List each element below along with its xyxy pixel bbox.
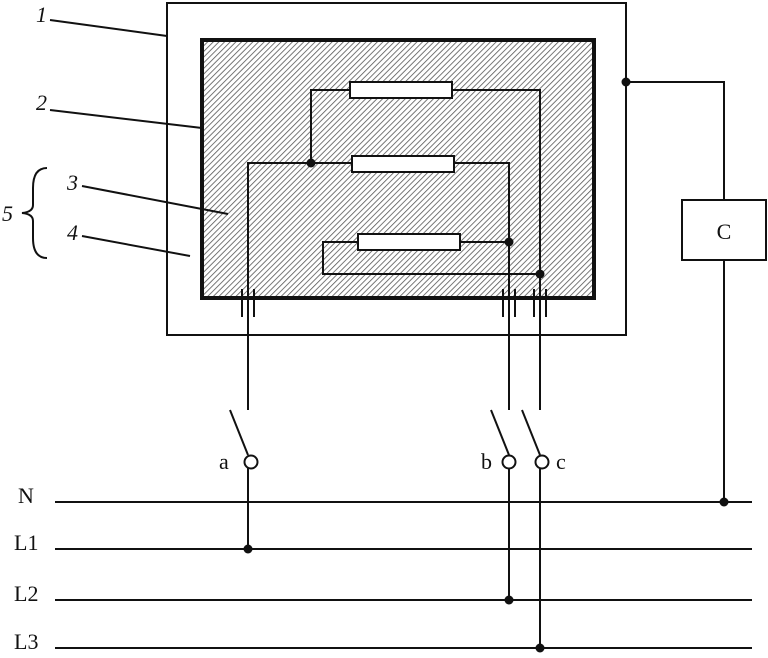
switch-b: b bbox=[481, 409, 517, 600]
label-part-5: 5 bbox=[2, 201, 13, 226]
internal-wiring bbox=[247, 89, 545, 298]
label-part-4: 4 bbox=[67, 220, 78, 245]
label-part-3: 3 bbox=[66, 170, 78, 195]
line-l1-label: L1 bbox=[14, 530, 38, 555]
switch-a-label: a bbox=[219, 449, 229, 474]
line-l3-label: L3 bbox=[14, 629, 38, 654]
supply-lines: N L1 L2 L3 bbox=[14, 483, 752, 654]
controller-box bbox=[681, 199, 767, 261]
heating-element-top bbox=[349, 81, 453, 99]
heating-element-middle bbox=[351, 155, 455, 173]
label-part-2: 2 bbox=[36, 90, 47, 115]
label-part-1: 1 bbox=[36, 2, 47, 27]
switch-b-label: b bbox=[481, 449, 492, 474]
line-n-label: N bbox=[18, 483, 34, 508]
switch-a: a bbox=[219, 409, 259, 549]
part-callouts: 1 2 3 4 5 bbox=[2, 2, 229, 259]
switch-c: c bbox=[521, 409, 566, 648]
controller-label: C bbox=[717, 219, 732, 244]
line-l2-label: L2 bbox=[14, 581, 38, 606]
wire-housing-to-controller bbox=[626, 81, 725, 200]
switch-c-label: c bbox=[556, 449, 566, 474]
heating-element-bottom bbox=[357, 233, 461, 251]
